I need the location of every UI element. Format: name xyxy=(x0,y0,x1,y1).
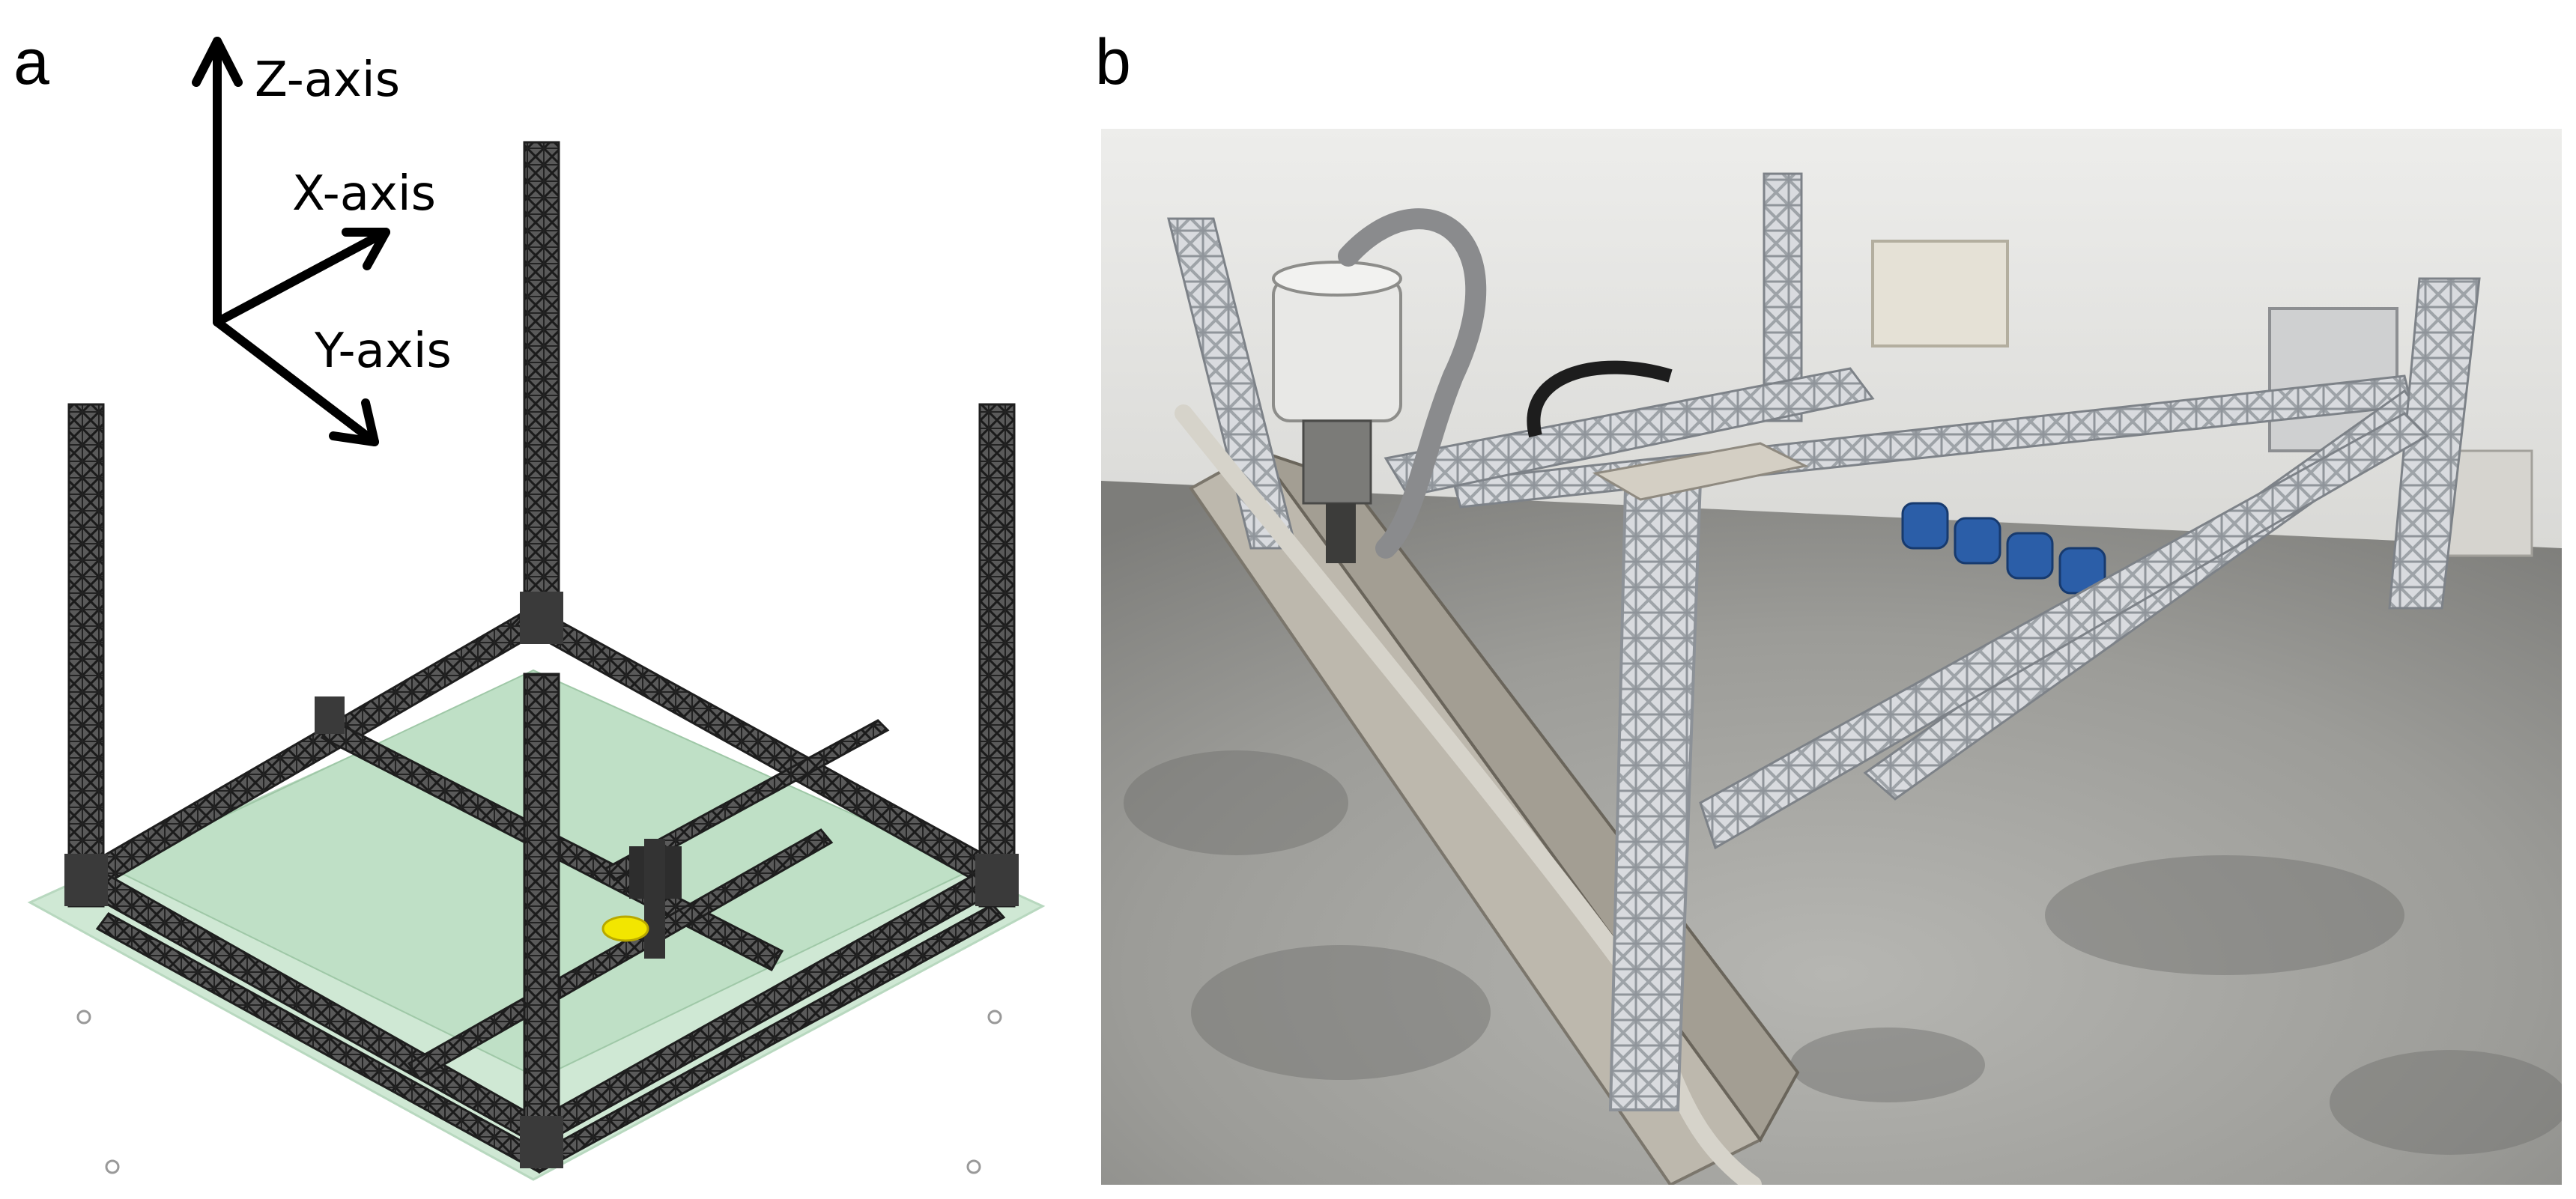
axis-indicator xyxy=(192,37,390,446)
gantry-beam xyxy=(1384,367,1875,497)
floor-stains xyxy=(1124,750,2562,1155)
background-machine xyxy=(1871,240,2009,347)
floor-markers xyxy=(76,1010,1002,1174)
panel-b-letter: b xyxy=(1095,26,1131,98)
right-column xyxy=(2388,277,2481,610)
material-hose xyxy=(1175,404,1762,1185)
panel-a-letter: a xyxy=(13,26,49,98)
blue-clamps xyxy=(1901,502,2106,595)
y-axis-label: Y-axis xyxy=(314,324,452,379)
z-actuator xyxy=(644,839,665,959)
gantry-cad-model: Z-axis X-axis Y-axis xyxy=(27,37,1046,1181)
front-column-plate xyxy=(1592,442,1809,501)
front-right-truss xyxy=(1699,412,2429,850)
vertical-columns xyxy=(67,141,1016,1162)
print-head-icon xyxy=(601,915,649,942)
z-axis-label: Z-axis xyxy=(255,52,400,108)
print-head-assembly xyxy=(1272,261,1402,563)
joint-blocks xyxy=(64,592,1019,1168)
gantry-printer-photo xyxy=(1101,129,2562,1185)
feed-hose xyxy=(1338,208,1487,559)
cross-beams xyxy=(320,719,890,1080)
x-axis-label: X-axis xyxy=(292,166,436,222)
cable-chain xyxy=(1527,360,1673,438)
